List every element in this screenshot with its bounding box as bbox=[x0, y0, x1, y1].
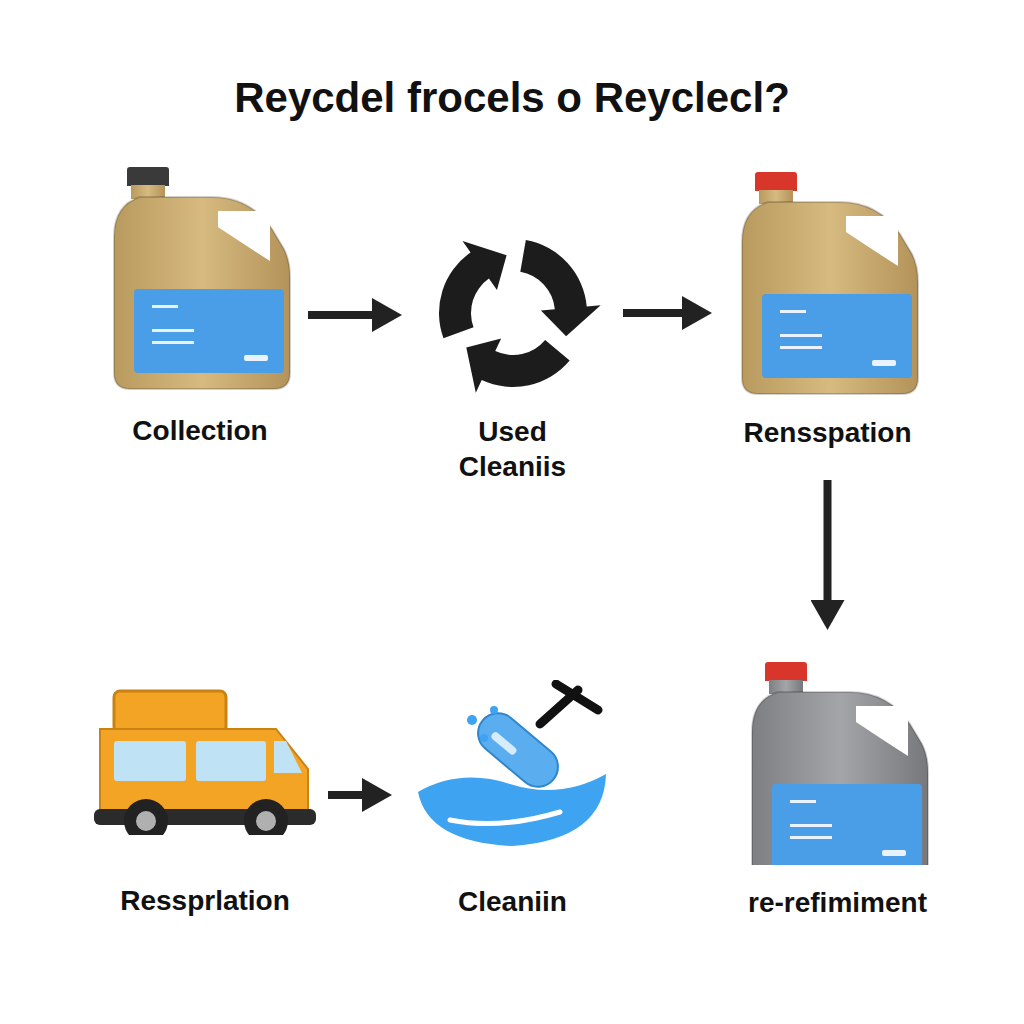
process-step: Used Cleaniis bbox=[410, 225, 615, 484]
jug-icon-part bbox=[790, 824, 832, 827]
step-label: Rensspation bbox=[743, 415, 911, 450]
recycle-icon-part bbox=[520, 240, 600, 336]
cleaning-icon-part bbox=[490, 731, 518, 756]
flow-arrow bbox=[308, 311, 382, 319]
jug-icon-part bbox=[152, 341, 194, 344]
step-label: Ressprlation bbox=[120, 883, 290, 918]
recycle-icon-part bbox=[466, 338, 569, 392]
jug-icon-part bbox=[790, 836, 832, 839]
step-label: Collection bbox=[132, 413, 267, 448]
flow-arrow bbox=[824, 480, 832, 610]
jug-icon-part bbox=[882, 850, 906, 856]
jug-icon-part bbox=[244, 355, 268, 361]
jug-icon-part bbox=[762, 294, 912, 378]
jug-icon-part bbox=[765, 662, 807, 681]
jug-icon-part bbox=[846, 216, 898, 266]
step-label: re-refimiment bbox=[748, 885, 927, 920]
jug-icon-part bbox=[218, 211, 270, 261]
cleaning-icon bbox=[400, 680, 625, 850]
jug-icon-part bbox=[127, 167, 169, 186]
process-step: Cleaniin bbox=[400, 680, 625, 919]
recycle-icon bbox=[413, 225, 613, 400]
jug-icon-part bbox=[752, 692, 928, 865]
truck-icon-part bbox=[244, 799, 288, 835]
process-step: re-refimiment bbox=[720, 660, 955, 920]
jug-icon-part bbox=[755, 172, 797, 191]
flow-arrow bbox=[623, 309, 692, 317]
jug-icon-part bbox=[152, 305, 178, 308]
cleaning-icon-part bbox=[490, 706, 498, 714]
jug-icon bbox=[738, 660, 938, 865]
truck-icon-part bbox=[274, 741, 302, 773]
step-label: Used Cleaniis bbox=[438, 414, 588, 484]
jug-icon-part bbox=[872, 360, 896, 366]
jug-icon-part bbox=[134, 289, 284, 373]
process-step: Ressprlation bbox=[90, 685, 320, 918]
truck-icon-part bbox=[114, 741, 186, 781]
jug-icon-part bbox=[856, 706, 908, 756]
jug-icon-part bbox=[114, 197, 290, 389]
cleaning-icon-part bbox=[556, 684, 598, 710]
truck-icon-part bbox=[256, 811, 276, 831]
cleaning-icon-part bbox=[418, 774, 606, 846]
truck-icon-part bbox=[114, 691, 226, 733]
recycle-icon-part bbox=[439, 241, 507, 338]
jug-icon-part bbox=[772, 784, 922, 865]
truck-icon-part bbox=[136, 811, 156, 831]
cleaning-icon-part bbox=[450, 812, 560, 824]
jug-icon-part bbox=[780, 310, 806, 313]
diagram-title: Reycdel frocels o Reyclecl? bbox=[0, 74, 1024, 122]
jug-icon-part bbox=[780, 334, 822, 337]
process-step: Collection bbox=[100, 165, 300, 448]
jug-icon-part bbox=[152, 329, 194, 332]
jug-icon-part bbox=[780, 346, 822, 349]
jug-icon-part bbox=[742, 202, 918, 394]
truck-icon bbox=[90, 685, 320, 835]
flow-arrow bbox=[328, 791, 372, 799]
truck-icon-part bbox=[196, 741, 266, 781]
jug-icon bbox=[100, 165, 300, 395]
process-step: Rensspation bbox=[720, 170, 935, 450]
step-label: Cleaniin bbox=[458, 884, 567, 919]
jug-icon bbox=[728, 170, 928, 395]
cleaning-icon-part bbox=[467, 715, 477, 725]
jug-icon-part bbox=[790, 800, 816, 803]
cleaning-icon-part bbox=[480, 734, 488, 742]
truck-icon-part bbox=[124, 799, 168, 835]
